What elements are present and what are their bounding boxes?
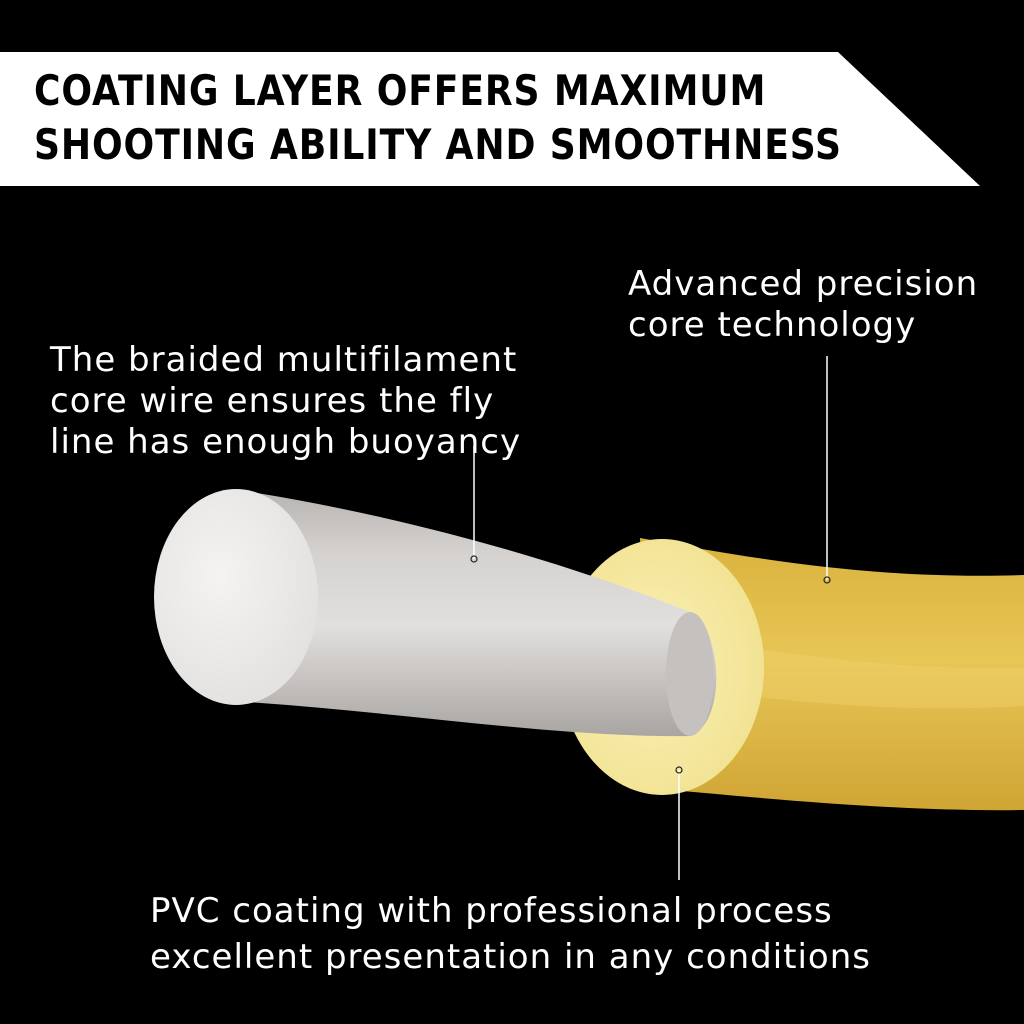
callout-braided-core-line-2: core wire ensures the fly [50,381,495,421]
leader-dot-braided-core [470,555,478,563]
callout-pvc-coating-line-2: excellent presentation in any conditions [150,937,871,977]
callout-braided-core-line-3: line has enough buoyancy [50,422,522,462]
callout-core-technology-line-1: Advanced precision [628,264,979,304]
leader-dot-pvc-coating [675,766,683,774]
callout-braided-core: The braided multifilament core wire ensu… [50,340,521,463]
core-inner-end [666,612,714,736]
callout-pvc-coating: PVC coating with professional process ex… [150,888,871,980]
headline-title: COATING LAYER OFFERS MAXIMUM SHOOTING AB… [34,64,842,172]
banner-shape [0,52,980,186]
callout-core-technology-line-2: core technology [628,305,917,345]
leader-dot-core-technology [823,576,831,584]
core-face [154,489,318,705]
headline-line-2: SHOOTING ABILITY AND SMOOTHNESS [34,120,842,169]
coating-highlight [700,640,1024,709]
core-body [238,490,717,737]
callout-pvc-coating-line-1: PVC coating with professional process [150,891,833,931]
callout-braided-core-line-1: The braided multifilament [50,340,518,380]
headline-line-1: COATING LAYER OFFERS MAXIMUM [34,66,767,115]
callout-core-technology: Advanced precision core technology [628,264,978,346]
